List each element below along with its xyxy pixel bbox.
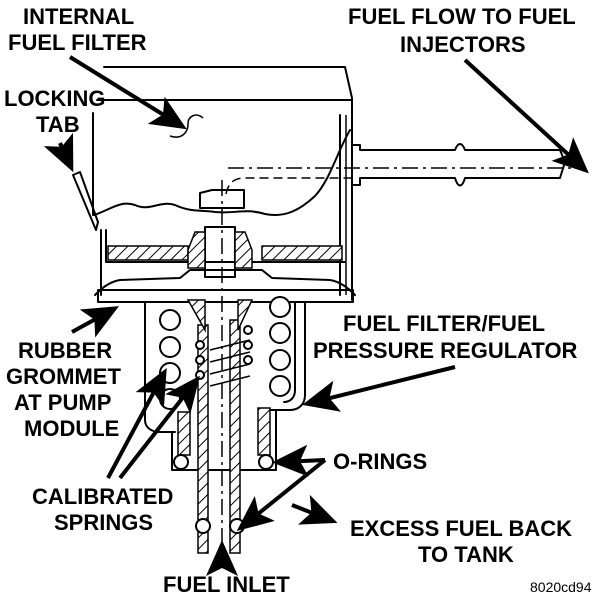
label-grommet-1: RUBBER (18, 338, 112, 363)
outlet-tube (228, 143, 578, 187)
label-grommet-3: AT PUMP (14, 390, 111, 415)
label-fuel-inlet: FUEL INLET (163, 572, 290, 597)
label-flow-out-2: INJECTORS (400, 32, 526, 57)
arrow-excess-fuel (291, 494, 338, 525)
reference-code: 8020cd94 (530, 579, 592, 595)
label-internal-filter-1: INTERNAL (23, 4, 134, 29)
o-rings (173, 454, 274, 534)
label-excess-2: TO TANK (418, 542, 514, 567)
filter-housing (92, 66, 356, 303)
arrow-locking-tab (43, 132, 74, 173)
label-regulator-1: FUEL FILTER/FUEL (343, 311, 545, 336)
label-internal-filter-2: FUEL FILTER (8, 30, 147, 55)
label-regulator-2: PRESSURE REGULATOR (313, 338, 578, 363)
arrow-spring-outer (106, 367, 167, 479)
center-stem (187, 180, 253, 560)
locking-tab (72, 171, 99, 231)
leader-arrows (43, 55, 589, 576)
arrow-regulator (302, 365, 456, 412)
calibrated-springs (159, 296, 291, 410)
arrow-fuel-flow (463, 58, 589, 174)
arrow-grommet (71, 306, 120, 338)
label-flow-out-1: FUEL FLOW TO FUEL (348, 4, 576, 29)
arrow-oring-lower (236, 458, 327, 532)
label-springs-1: CALIBRATED (32, 484, 173, 509)
arrow-oring-upper (272, 444, 326, 477)
arrow-spring-inner (118, 375, 200, 480)
arrow-internal-filter (68, 55, 187, 130)
label-grommet-4: MODULE (24, 416, 119, 441)
label-grommet-2: GROMMET (6, 364, 121, 389)
label-locking-tab-2: TAB (36, 112, 80, 137)
label-excess-1: EXCESS FUEL BACK (350, 516, 572, 541)
label-o-rings: O-RINGS (333, 449, 427, 474)
label-springs-2: SPRINGS (54, 510, 153, 535)
label-locking-tab-1: LOCKING (4, 86, 105, 111)
